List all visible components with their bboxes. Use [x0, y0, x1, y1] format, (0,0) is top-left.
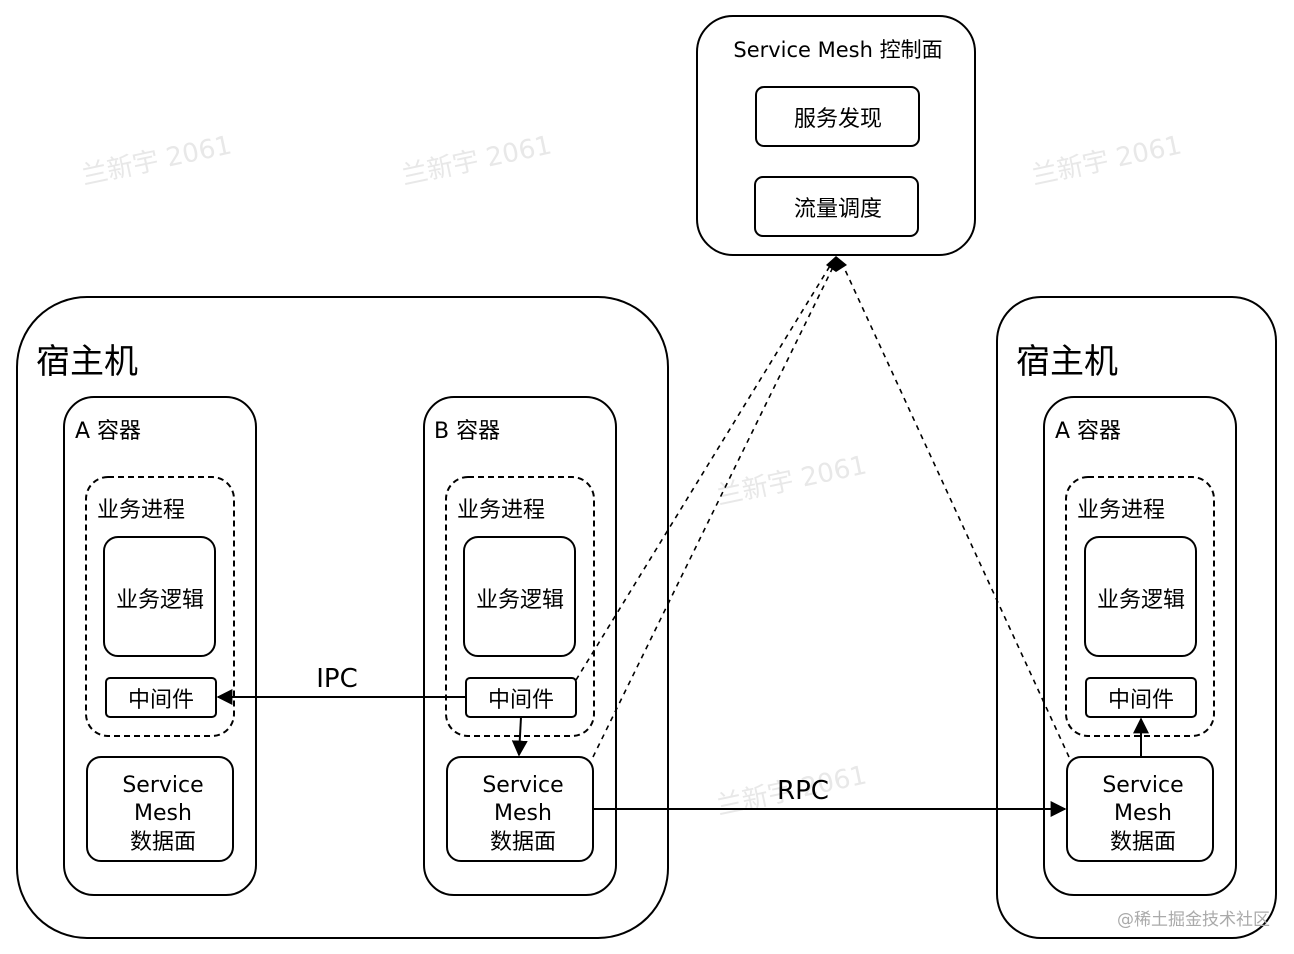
- control-plane-title: Service Mesh 控制面: [733, 38, 942, 62]
- container-title: A 容器: [75, 419, 141, 444]
- business-logic-box: [463, 536, 576, 657]
- business-process-boundary: [445, 476, 595, 737]
- host-title: 宿主机: [36, 342, 138, 382]
- container-title: A 容器: [1055, 419, 1121, 444]
- business-logic-label: 业务逻辑: [116, 588, 204, 613]
- traffic-scheduling-label: 流量调度: [794, 197, 882, 222]
- container-title: B 容器: [434, 419, 500, 444]
- middleware-label: 中间件: [128, 688, 194, 713]
- process-label: 业务进程: [1077, 498, 1165, 523]
- mesh-label-line1: Service: [122, 773, 203, 798]
- mesh-label-line2: Mesh: [134, 801, 192, 826]
- business-process-boundary: [1065, 476, 1215, 737]
- mesh-label-line3: 数据面: [1110, 830, 1176, 855]
- mesh-label-line2: Mesh: [1114, 801, 1172, 826]
- middleware-box: [105, 677, 217, 718]
- business-logic-label: 业务逻辑: [1097, 588, 1185, 613]
- control-link-middleware: [575, 260, 834, 681]
- business-process-boundary: [85, 476, 235, 737]
- ipc-label: IPC: [316, 664, 358, 694]
- business-logic-box: [1084, 536, 1197, 657]
- business-logic-label: 业务逻辑: [476, 588, 564, 613]
- control-link-mesh-remote: [840, 260, 1070, 758]
- host-title: 宿主机: [1016, 342, 1118, 382]
- mesh-label-line3: 数据面: [130, 830, 196, 855]
- container-a-remote: A 容器 业务进程 业务逻辑 中间件 Service Mesh 数据面: [1043, 396, 1237, 896]
- middleware-box: [1085, 677, 1197, 718]
- edges: IPC RPC: [216, 256, 1149, 817]
- control-plane-connector-diamond: [826, 256, 847, 272]
- footer-credit: @稀土掘金技术社区: [1117, 910, 1270, 930]
- host-right: 宿主机 A 容器 业务进程 业务逻辑 中间件 Service Mesh 数据面: [996, 296, 1277, 939]
- middleware-label: 中间件: [1108, 688, 1174, 713]
- mesh-label-line2: Mesh: [494, 801, 552, 826]
- middleware-to-mesh-arrow: [511, 716, 528, 757]
- traffic-scheduling-box: [754, 176, 919, 237]
- process-label: 业务进程: [457, 498, 545, 523]
- business-logic-box: [103, 536, 216, 657]
- mesh-data-plane-box: [86, 756, 234, 862]
- service-discovery-label: 服务发现: [794, 107, 882, 132]
- middleware-label: 中间件: [488, 688, 554, 713]
- container-b: B 容器 业务进程 业务逻辑 中间件 Service Mesh 数据面: [423, 396, 617, 896]
- control-link-mesh-b: [592, 260, 837, 758]
- container-a: A 容器 业务进程 业务逻辑 中间件 Service Mesh 数据面: [63, 396, 257, 896]
- mesh-label-line1: Service: [1102, 773, 1183, 798]
- mesh-label-line3: 数据面: [490, 830, 556, 855]
- control-plane: Service Mesh 控制面 服务发现 流量调度: [696, 15, 976, 256]
- process-label: 业务进程: [97, 498, 185, 523]
- mesh-label-line1: Service: [482, 773, 563, 798]
- host-left: 宿主机 A 容器 业务进程 业务逻辑 中间件 Service Mesh 数据面 …: [16, 296, 669, 939]
- rpc-label: RPC: [777, 776, 829, 806]
- service-discovery-box: [755, 86, 920, 147]
